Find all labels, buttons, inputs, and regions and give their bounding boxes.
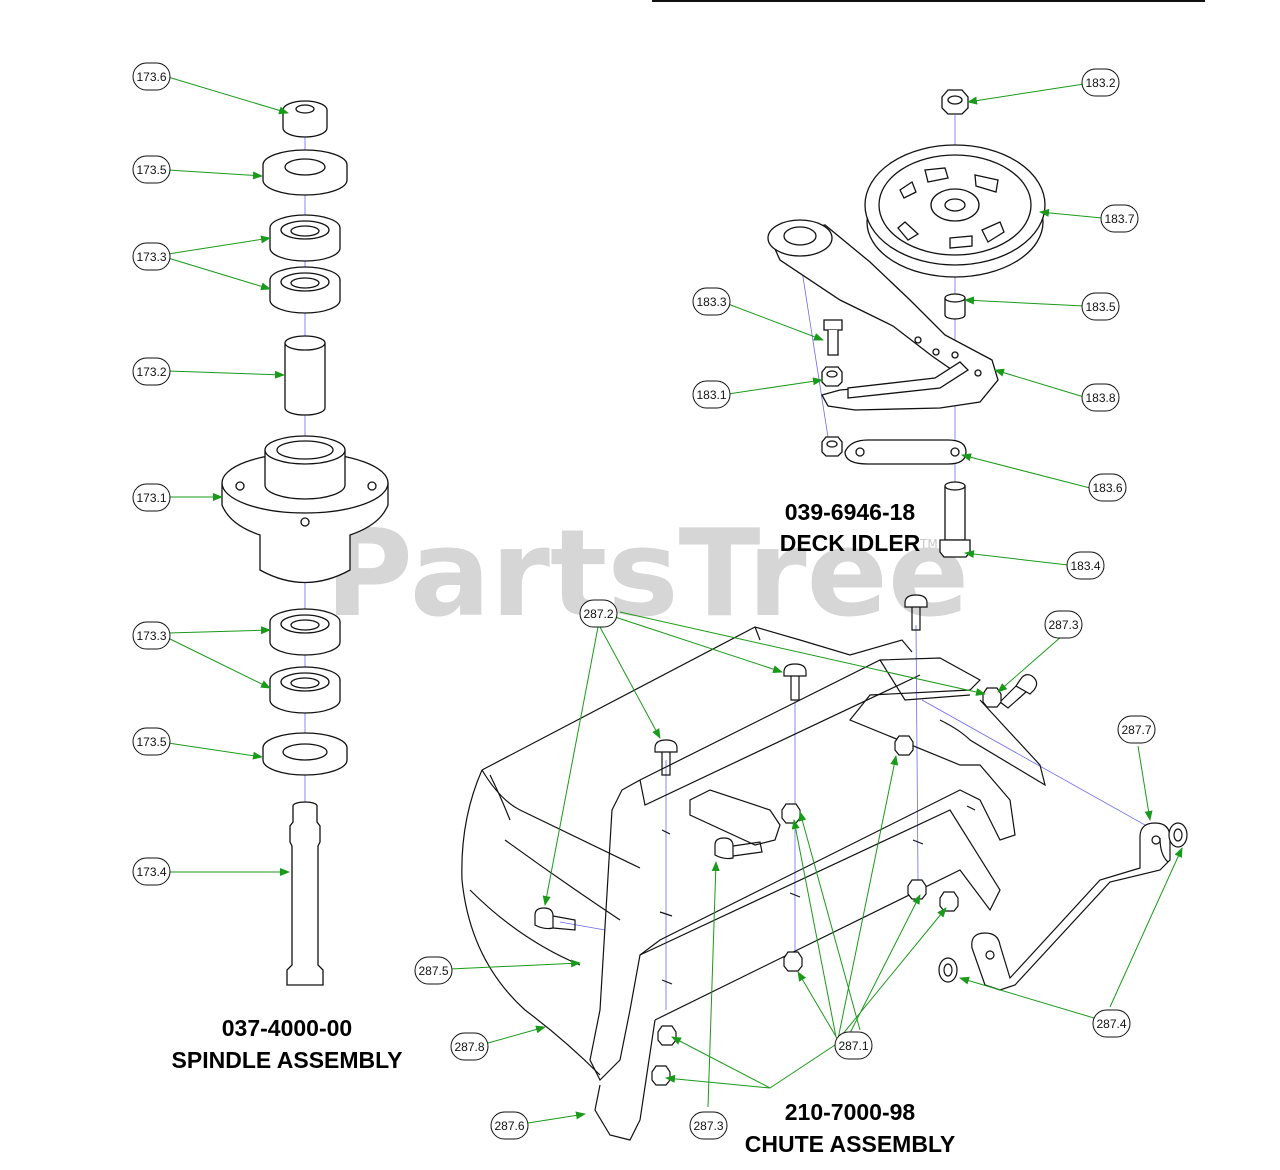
svg-text:183.7: 183.7 (1104, 212, 1134, 226)
svg-text:287.3: 287.3 (693, 1119, 723, 1133)
callout-287-7[interactable]: 287.7 (1117, 715, 1156, 744)
watermark-tm: TM (919, 537, 938, 551)
svg-text:173.1: 173.1 (136, 491, 166, 505)
idler-title: DECK IDLER (780, 530, 921, 556)
svg-text:287.6: 287.6 (494, 1119, 524, 1133)
callout-173-4[interactable]: 173.4 (132, 857, 171, 886)
callout-287-2[interactable]: 287.2 (579, 599, 618, 628)
callout-287-3-bottom[interactable]: 287.3 (689, 1111, 728, 1140)
callout-173-6[interactable]: 173.6 (132, 62, 171, 91)
svg-text:173.3: 173.3 (136, 250, 166, 264)
svg-text:173.2: 173.2 (136, 365, 166, 379)
callout-287-3-top[interactable]: 287.3 (1044, 610, 1083, 639)
svg-text:287.2: 287.2 (583, 607, 613, 621)
svg-text:173.5: 173.5 (136, 735, 166, 749)
spindle-part-number: 037-4000-00 (222, 1015, 352, 1041)
callout-183-7[interactable]: 183.7 (1100, 204, 1139, 233)
svg-text:287.1: 287.1 (838, 1039, 868, 1053)
callout-173-3-lower[interactable]: 173.3 (132, 621, 171, 650)
svg-text:173.3: 173.3 (136, 629, 166, 643)
svg-text:183.5: 183.5 (1085, 300, 1115, 314)
chute-part-number: 210-7000-98 (785, 1099, 916, 1125)
callout-183-5[interactable]: 183.5 (1081, 292, 1120, 321)
svg-text:287.8: 287.8 (454, 1040, 484, 1054)
callout-183-1[interactable]: 183.1 (692, 380, 731, 409)
svg-text:183.4: 183.4 (1070, 559, 1100, 573)
chute-parts (461, 594, 1188, 1141)
callout-173-5-top[interactable]: 173.5 (132, 155, 171, 184)
callout-287-6[interactable]: 287.6 (490, 1111, 529, 1140)
idler-part-number: 039-6946-18 (785, 499, 916, 525)
callout-183-6[interactable]: 183.6 (1088, 473, 1127, 502)
svg-text:287.4: 287.4 (1096, 1017, 1126, 1031)
chute-title: CHUTE ASSEMBLY (745, 1131, 955, 1157)
svg-text:287.3: 287.3 (1048, 618, 1078, 632)
svg-text:287.5: 287.5 (418, 964, 448, 978)
callout-173-5-lower[interactable]: 173.5 (132, 727, 171, 756)
watermark: PartsTree (325, 505, 969, 644)
spindle-parts (221, 100, 389, 986)
callout-287-8[interactable]: 287.8 (450, 1032, 489, 1061)
callout-183-2[interactable]: 183.2 (1081, 68, 1120, 97)
svg-text:287.7: 287.7 (1121, 723, 1151, 737)
svg-text:173.6: 173.6 (136, 70, 166, 84)
svg-text:183.8: 183.8 (1085, 391, 1115, 405)
svg-text:183.6: 183.6 (1092, 481, 1122, 495)
svg-text:183.2: 183.2 (1085, 76, 1115, 90)
callout-bubbles: 173.6 173.5 173.3 173.2 173.1 173.3 173.… (132, 62, 1156, 1140)
svg-text:183.3: 183.3 (696, 295, 726, 309)
leader-lines (167, 76, 1183, 1124)
callout-183-4[interactable]: 183.4 (1066, 551, 1105, 580)
callout-287-5[interactable]: 287.5 (414, 956, 453, 985)
callout-173-2[interactable]: 173.2 (132, 357, 171, 386)
svg-text:183.1: 183.1 (696, 388, 726, 402)
svg-text:173.4: 173.4 (136, 865, 166, 879)
idler-parts (767, 89, 1046, 558)
callout-183-8[interactable]: 183.8 (1081, 383, 1120, 412)
callout-173-1[interactable]: 173.1 (132, 483, 171, 512)
svg-text:173.5: 173.5 (136, 163, 166, 177)
callout-287-4[interactable]: 287.4 (1092, 1009, 1131, 1038)
callout-173-3-top[interactable]: 173.3 (132, 242, 171, 271)
spindle-title: SPINDLE ASSEMBLY (172, 1047, 403, 1073)
callout-183-3[interactable]: 183.3 (692, 287, 731, 316)
callout-287-1[interactable]: 287.1 (834, 1031, 873, 1060)
